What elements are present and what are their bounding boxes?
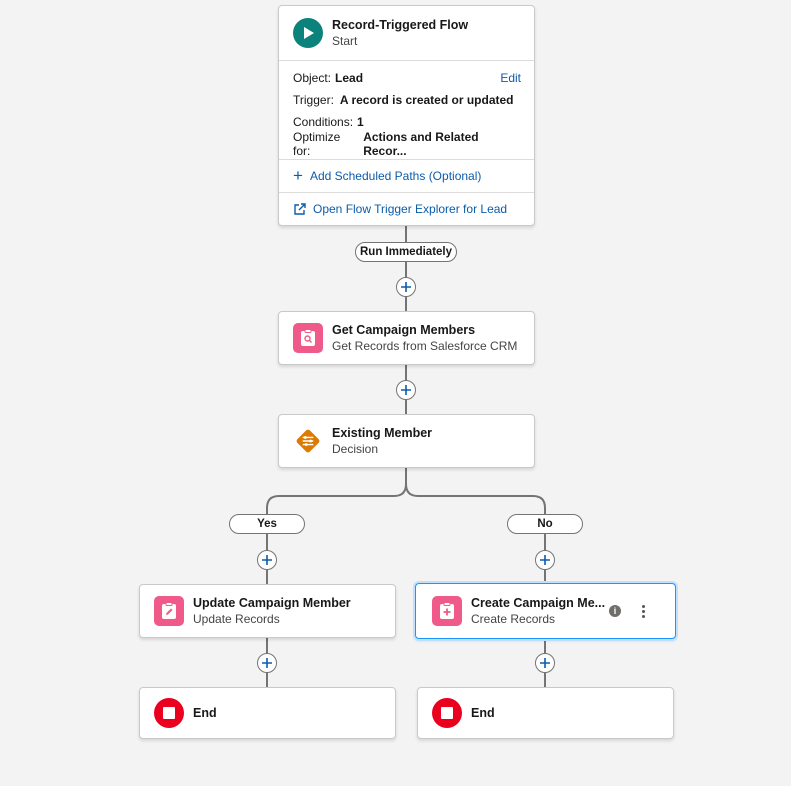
add-scheduled-paths-label: Add Scheduled Paths (Optional) <box>309 169 482 183</box>
create-records-icon <box>432 596 462 626</box>
decision-card[interactable]: Existing Member Decision <box>278 414 535 468</box>
stop-icon <box>432 698 462 728</box>
connector-start <box>405 226 407 312</box>
object-value: Lead <box>335 71 364 85</box>
update-records-title: Update Campaign Member <box>193 596 351 610</box>
run-immediately-label: Run Immediately <box>359 246 453 258</box>
get-records-subtitle: Get Records from Salesforce CRM <box>332 339 518 353</box>
create-records-title: Create Campaign Me... <box>471 596 606 610</box>
update-records-icon <box>154 596 184 626</box>
end-label-left: End <box>193 706 217 720</box>
get-records-title: Get Campaign Members <box>332 323 476 337</box>
optimize-label: Optimize for: <box>293 130 341 158</box>
decision-subtitle: Decision <box>332 442 379 456</box>
start-details: Object:Lead Edit Trigger: A record is cre… <box>279 60 534 159</box>
add-element-button-yes[interactable] <box>257 550 277 570</box>
start-subtitle: Start <box>332 34 358 48</box>
create-records-subtitle: Create Records <box>471 612 556 626</box>
add-element-button-after-update[interactable] <box>257 653 277 673</box>
plus-icon <box>401 282 411 292</box>
plus-icon <box>540 658 550 668</box>
open-trigger-explorer-link[interactable]: Open Flow Trigger Explorer for Lead <box>279 192 534 225</box>
decision-title: Existing Member <box>332 426 433 440</box>
play-icon <box>293 18 323 48</box>
connector-decision-down <box>405 467 407 485</box>
external-link-icon <box>294 202 306 215</box>
open-trigger-explorer-label: Open Flow Trigger Explorer for Lead <box>313 202 508 216</box>
create-records-card[interactable]: Create Campaign Me... Create Records i <box>415 583 676 639</box>
edit-link[interactable]: Edit <box>500 71 521 85</box>
plus-icon <box>262 555 272 565</box>
start-header: Record-Triggered Flow Start <box>279 6 534 60</box>
plus-icon <box>262 658 272 668</box>
start-title: Record-Triggered Flow <box>332 18 469 32</box>
plus-icon <box>401 385 411 395</box>
trigger-value: A record is created or updated <box>339 93 514 107</box>
update-records-card[interactable]: Update Campaign Member Update Records <box>139 584 396 638</box>
add-element-button-2[interactable] <box>396 380 416 400</box>
add-element-button-after-create[interactable] <box>535 653 555 673</box>
plus-icon <box>540 555 550 565</box>
add-element-button-1[interactable] <box>396 277 416 297</box>
branch-no-badge[interactable]: No <box>507 514 583 534</box>
get-records-icon <box>293 323 323 353</box>
trigger-label: Trigger: <box>293 93 334 107</box>
get-records-card[interactable]: Get Campaign Members Get Records from Sa… <box>278 311 535 365</box>
add-scheduled-paths-button[interactable]: + Add Scheduled Paths (Optional) <box>279 159 534 192</box>
add-icon: + <box>293 166 303 185</box>
run-immediately-badge: Run Immediately <box>355 242 457 262</box>
branch-no-label: No <box>537 518 553 530</box>
more-actions-icon[interactable] <box>641 604 645 618</box>
update-records-subtitle: Update Records <box>193 612 280 626</box>
info-icon[interactable]: i <box>609 605 621 617</box>
end-card-left[interactable]: End <box>139 687 396 739</box>
object-label: Object: <box>293 71 332 85</box>
end-label-right: End <box>471 706 495 720</box>
stop-icon <box>154 698 184 728</box>
conditions-label: Conditions: <box>293 115 354 129</box>
add-element-button-no[interactable] <box>535 550 555 570</box>
branch-yes-label: Yes <box>257 518 277 530</box>
branch-yes-badge[interactable]: Yes <box>229 514 305 534</box>
conditions-value: 1 <box>357 115 364 129</box>
start-card[interactable]: Record-Triggered Flow Start Object:Lead … <box>278 5 535 226</box>
optimize-value: Actions and Related Recor... <box>363 130 479 158</box>
end-card-right[interactable]: End <box>417 687 674 739</box>
decision-icon <box>293 426 323 456</box>
